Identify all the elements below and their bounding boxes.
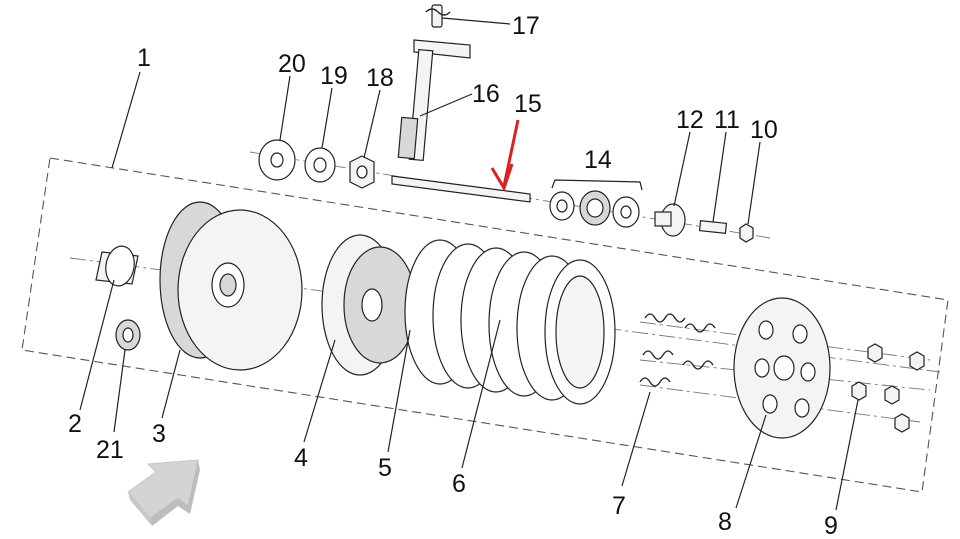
part-7-springs bbox=[639, 313, 716, 387]
part-19-washer bbox=[304, 147, 336, 183]
callout-19: 19 bbox=[320, 62, 348, 90]
part-14-bearing-set bbox=[549, 179, 643, 228]
callout-6: 6 bbox=[452, 470, 466, 498]
gray-3d-arrow-icon bbox=[127, 459, 200, 526]
leader-7 bbox=[621, 391, 651, 487]
callout-14: 14 bbox=[584, 146, 612, 174]
part-20-washer bbox=[258, 139, 296, 181]
part-9-bolts bbox=[851, 343, 925, 433]
assembly-boundary bbox=[21, 157, 949, 493]
callout-4: 4 bbox=[294, 444, 308, 472]
callout-5: 5 bbox=[378, 454, 392, 482]
part-10-nut bbox=[739, 223, 754, 243]
callout-11: 11 bbox=[714, 106, 740, 134]
callout-20: 20 bbox=[278, 50, 306, 78]
leader-16 bbox=[419, 93, 473, 117]
part-17-lever bbox=[425, 4, 451, 28]
callout-3: 3 bbox=[152, 420, 166, 448]
part-12-pressure-piece bbox=[654, 203, 686, 237]
leader-12 bbox=[673, 131, 691, 207]
leader-6 bbox=[461, 319, 501, 469]
leader-1 bbox=[111, 71, 141, 169]
part-3-clutch-basket bbox=[159, 201, 303, 371]
leader-5 bbox=[387, 329, 411, 453]
leader-3 bbox=[161, 349, 181, 419]
red-arrow-icon bbox=[490, 119, 520, 192]
part-8-pressure-plate bbox=[733, 297, 831, 439]
part-21-small-gear bbox=[115, 319, 141, 351]
leader-19 bbox=[321, 87, 333, 149]
part-11-pin bbox=[698, 220, 728, 234]
part-15-push-rod bbox=[391, 175, 531, 203]
leader-18 bbox=[363, 89, 381, 159]
leader-4 bbox=[303, 339, 336, 443]
leader-8 bbox=[735, 414, 767, 509]
part-16-release-shaft bbox=[397, 39, 471, 162]
part-18-nut bbox=[349, 155, 375, 189]
callout-15: 15 bbox=[514, 90, 542, 118]
callout-10: 10 bbox=[750, 116, 778, 144]
callout-21: 21 bbox=[96, 436, 124, 464]
callout-9: 9 bbox=[824, 512, 838, 539]
leader-21 bbox=[113, 349, 126, 433]
callout-17: 17 bbox=[512, 12, 540, 40]
callout-12: 12 bbox=[676, 106, 704, 134]
callout-8: 8 bbox=[718, 508, 732, 536]
callout-7: 7 bbox=[612, 492, 626, 520]
leader-9 bbox=[835, 399, 859, 511]
part-2-bushing bbox=[95, 245, 139, 287]
leader-17 bbox=[441, 17, 511, 25]
callout-18: 18 bbox=[366, 64, 394, 92]
parts-5-6-clutch-plates bbox=[404, 239, 616, 405]
part-4-clutch-hub bbox=[321, 234, 417, 376]
leader-2 bbox=[79, 279, 115, 411]
leader-20 bbox=[279, 75, 291, 141]
callout-16: 16 bbox=[472, 80, 500, 108]
leader-11 bbox=[712, 131, 727, 223]
callout-2: 2 bbox=[68, 410, 82, 438]
callout-1: 1 bbox=[137, 44, 151, 72]
leader-10 bbox=[747, 141, 761, 225]
